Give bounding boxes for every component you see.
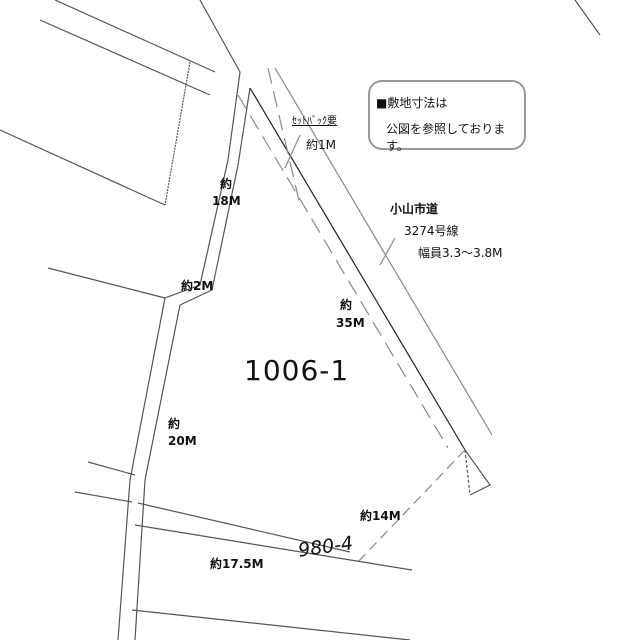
- lot-boundary-bottom: [137, 502, 351, 553]
- road-name: 小山市道: [390, 202, 439, 216]
- parcel-line: [74, 491, 133, 503]
- dim-35-prefix: 約: [340, 298, 353, 312]
- parcel-line: [54, 0, 216, 73]
- dim-20-prefix: 約: [168, 417, 181, 431]
- dim-18-value: 18M: [212, 194, 241, 208]
- road-boundary-lot: [249, 87, 466, 451]
- lot-number: 1006-1: [244, 354, 350, 387]
- road-edge-far: [274, 67, 493, 436]
- note-line-2: 公図を参照しております。: [386, 122, 506, 153]
- setback-line-2: [267, 67, 301, 206]
- setback-arrow: [284, 134, 301, 169]
- parcel-line: [131, 609, 411, 640]
- corner-line: [464, 449, 491, 496]
- note-box: ■敷地寸法は 公図を参照しております。: [368, 80, 526, 153]
- parcel-line: [134, 524, 413, 571]
- parcel-line: [0, 129, 166, 206]
- parcel-line: [574, 0, 601, 36]
- lot-boundary-bottom-right: [354, 449, 466, 566]
- dim-35-value: 35M: [336, 316, 365, 330]
- setback-distance: 約1M: [306, 138, 336, 152]
- note-line-1: ■敷地寸法は: [376, 96, 448, 110]
- dim-17-5: 約17.5M: [210, 557, 264, 571]
- setback-line: [237, 94, 449, 449]
- road-width: 幅員3.3～3.8M: [418, 246, 503, 260]
- dim-2: 約2M: [181, 279, 214, 293]
- setback-label: ｾｯﾄﾊﾞｯｸ要: [292, 116, 337, 127]
- parcel-line: [199, 0, 241, 73]
- left-boundary-inner: [134, 87, 251, 640]
- dim-14: 約14M: [360, 509, 401, 523]
- dim-20-value: 20M: [168, 434, 197, 448]
- parcel-line: [164, 61, 191, 206]
- left-boundary-outer: [117, 71, 241, 640]
- corner-line: [464, 449, 471, 496]
- road-tick: [379, 237, 396, 266]
- road-number: 3274号線: [404, 224, 459, 238]
- dim-18-prefix: 約: [220, 177, 233, 191]
- parcel-line: [39, 19, 211, 96]
- parcel-line: [87, 461, 136, 476]
- parcel-line: [47, 267, 166, 299]
